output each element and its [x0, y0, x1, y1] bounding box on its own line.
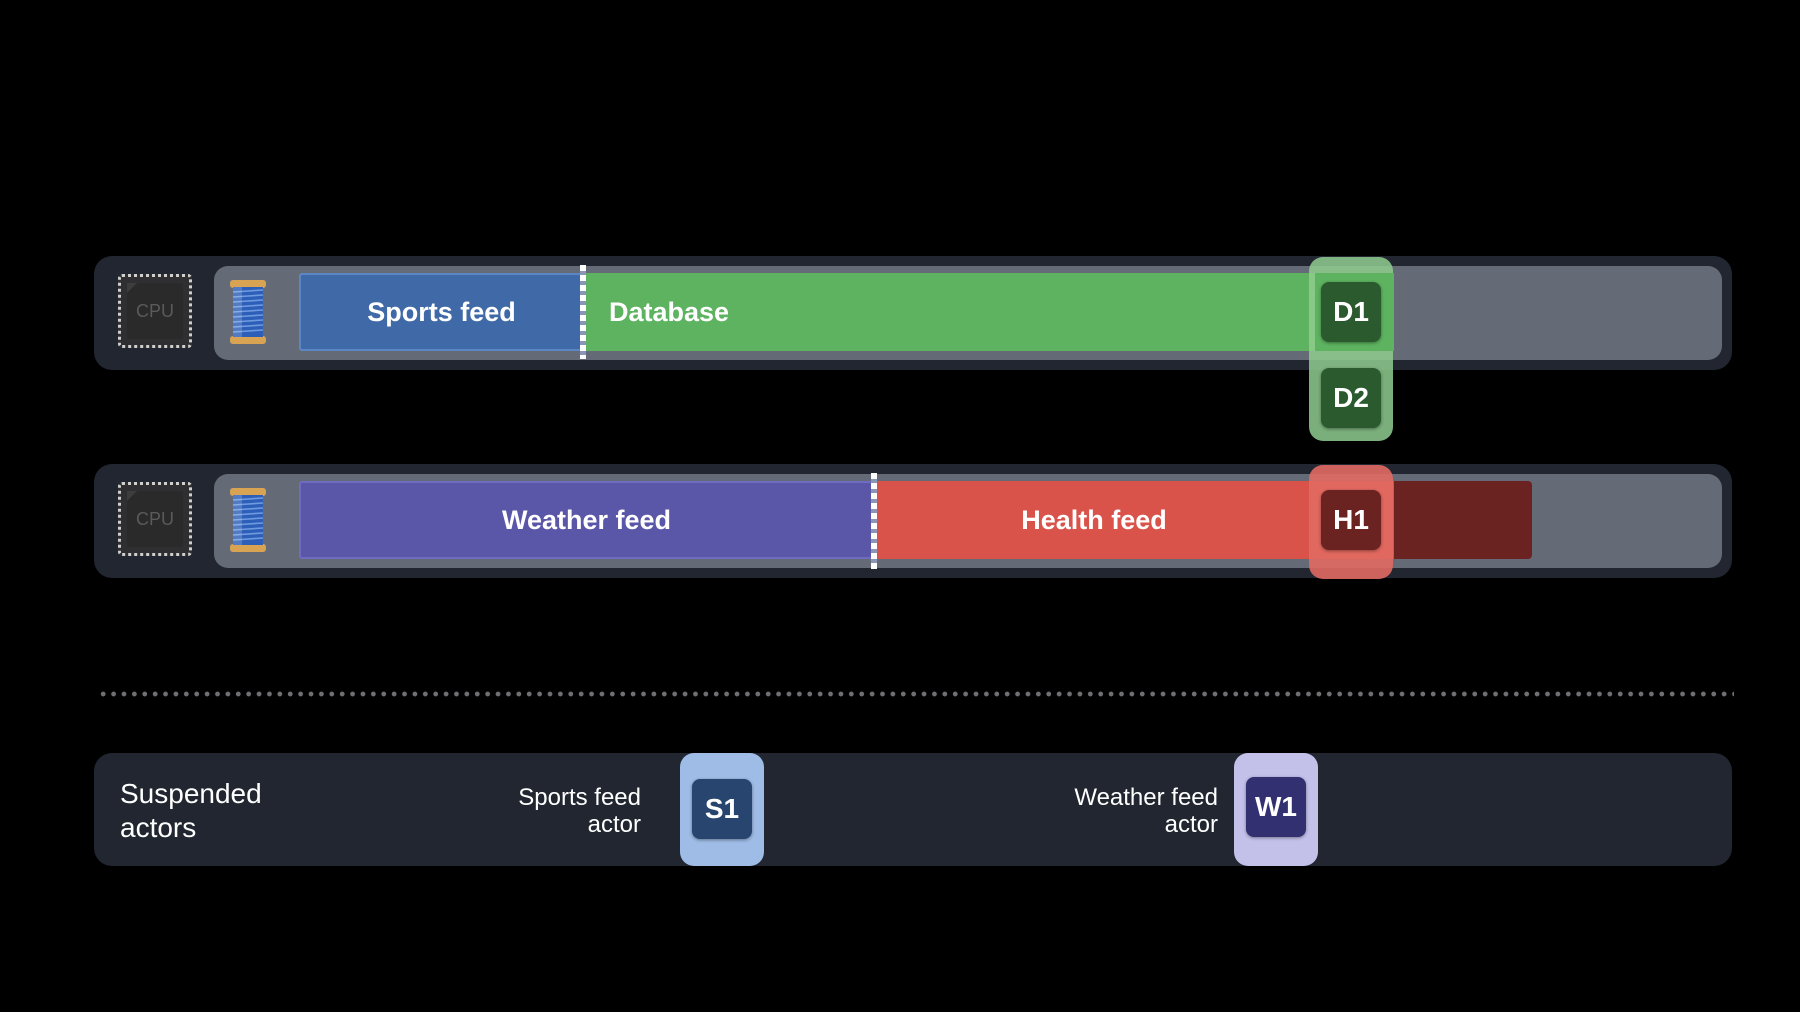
- context-switch-divider: [871, 473, 877, 569]
- actor-label-sports: Sports feed actor: [518, 784, 641, 838]
- segment-health-feed: Health feed: [874, 481, 1394, 559]
- badge-d2: D2: [1321, 368, 1381, 428]
- actor-label-weather: Weather feed actor: [1074, 784, 1218, 838]
- segment-label: Database: [609, 296, 730, 327]
- cpu-chip-icon: CPU: [118, 274, 192, 348]
- badge-s1: S1: [692, 779, 752, 839]
- cpu-label: CPU: [127, 283, 183, 339]
- segment-health-blocked: [1394, 481, 1532, 559]
- badge-w1: W1: [1246, 777, 1306, 837]
- segment-label: Weather feed: [501, 504, 672, 535]
- segment-sports-feed: Sports feed: [299, 273, 584, 351]
- cpu-label: CPU: [127, 491, 183, 547]
- thread-spool-icon: [230, 280, 266, 344]
- thread-spool-icon: [230, 488, 266, 552]
- badge-h1: H1: [1321, 490, 1381, 550]
- segment-label: Sports feed: [367, 296, 516, 327]
- segment-label: Health feed: [1021, 504, 1167, 535]
- segment-database: Database: [584, 273, 1394, 351]
- badge-d1: D1: [1321, 282, 1381, 342]
- context-switch-divider: [580, 265, 586, 359]
- suspended-actors-panel: Suspended actors: [94, 753, 1732, 866]
- cpu-chip-icon: CPU: [118, 482, 192, 556]
- separator-dotted-line: [98, 691, 1734, 697]
- suspended-actors-title: Suspended actors: [120, 778, 262, 843]
- segment-weather-feed: Weather feed: [299, 481, 874, 559]
